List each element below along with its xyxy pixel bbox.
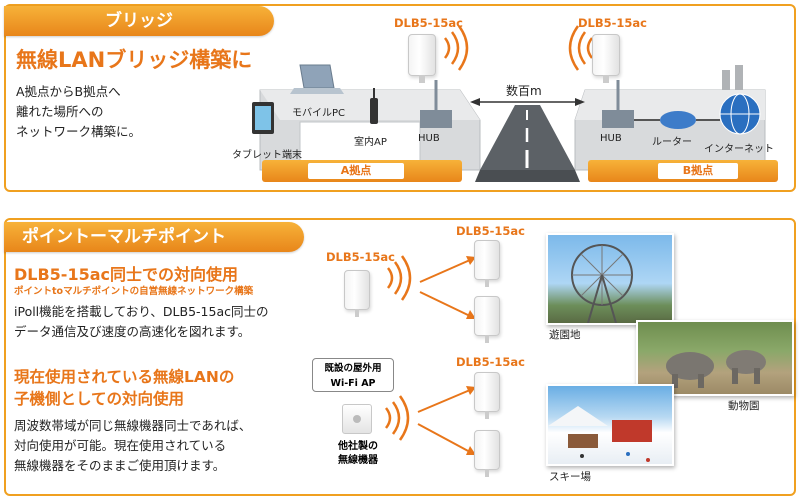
arrow-to-mid <box>419 291 471 317</box>
wave-icon <box>568 25 594 71</box>
router-label: ルーター <box>652 137 692 148</box>
ferris-wheel-icon <box>571 244 633 323</box>
arrow-to-third <box>417 389 471 413</box>
hub-a-label: HUB <box>418 133 440 144</box>
hub-a-icon <box>420 110 452 128</box>
device-label-left: DLB5-15ac <box>394 16 463 30</box>
laptop-icon <box>299 64 335 89</box>
distance-label: 数百m <box>506 84 542 98</box>
multipoint-subheading: ポイントtoマルチポイントの自営無線ネットワーク構築 <box>14 286 254 297</box>
elephant-icon <box>666 350 766 388</box>
tablet-screen <box>255 106 271 130</box>
multipoint-diagram <box>384 255 476 455</box>
wave-icon <box>443 25 469 71</box>
laptop-base <box>290 88 344 94</box>
dlb-device-second <box>474 296 500 343</box>
site-a-bar: A拠点 <box>262 160 462 182</box>
multipoint-desc2: 周波数帯域が同じ無線機器同士であれば、 対向使用が可能。現在使用されている 無線… <box>14 418 252 473</box>
device-label-top: DLB5-15ac <box>456 224 525 238</box>
arrow-head <box>466 256 476 265</box>
wave-icon <box>384 395 410 441</box>
indoor-ap-icon <box>370 98 378 124</box>
arrow-head <box>466 310 476 319</box>
zoo-photo <box>636 320 794 396</box>
tablet-label: タブレット端末 <box>232 150 302 161</box>
bridge-illustration <box>252 25 766 182</box>
dlb-device-fourth <box>474 430 500 477</box>
road-front <box>475 170 580 182</box>
dlb-device-center <box>344 270 370 317</box>
device-led <box>353 415 361 423</box>
chimney <box>722 70 730 90</box>
wave-icon <box>386 255 412 301</box>
mobile-pc-label: モバイルPC <box>292 108 346 119</box>
dlb-device-b <box>592 34 620 83</box>
ski-lodge-icon <box>548 406 652 462</box>
arrow-to-fourth <box>417 423 471 453</box>
amusement-caption: 遊園地 <box>549 329 581 341</box>
ski-caption: スキー場 <box>549 471 591 483</box>
multipoint-tab: ポイントーマルチポイント <box>4 222 304 252</box>
hub-b-label: HUB <box>600 133 622 144</box>
multipoint-heading2: 現在使用されている無線LANの 子機側としての対向使用 <box>14 368 235 408</box>
distance-arrow-left <box>470 98 480 106</box>
multipoint-heading1: DLB5-15ac同士での対向使用 <box>14 265 238 284</box>
distance-arrow-right <box>575 98 585 106</box>
indoor-ap-label: 室内AP <box>354 137 387 148</box>
other-device-label: 他社製の 無線機器 <box>338 441 378 466</box>
ski-resort-photo <box>546 384 674 466</box>
internet-label: インターネット <box>704 144 774 155</box>
site-b-label: B拠点 <box>658 163 738 179</box>
site-b-bar: B拠点 <box>588 160 778 182</box>
zoo-caption: 動物園 <box>728 400 760 412</box>
bridge-tab: ブリッジ <box>4 6 274 36</box>
site-a-label: A拠点 <box>308 163 404 179</box>
dlb-device-top <box>474 240 500 287</box>
dlb-device-a <box>408 34 436 83</box>
arrow-to-top <box>419 259 471 283</box>
router-icon <box>660 111 696 129</box>
arrow-head <box>466 446 476 455</box>
bridge-description: A拠点からB拠点へ 離れた場所への ネットワーク構築に。 <box>16 84 142 139</box>
existing-ap-bubble: 既設の屋外用 Wi-Fi AP <box>312 358 394 392</box>
other-wireless-device <box>342 404 372 434</box>
device-label-center: DLB5-15ac <box>326 250 395 264</box>
hub-b-icon <box>602 110 634 128</box>
dlb-device-third <box>474 372 500 419</box>
bridge-heading: 無線LANブリッジ構築に <box>16 48 253 72</box>
multipoint-desc1: iPoll機能を搭載しており、DLB5-15ac同士の データ通信及び速度の高速… <box>14 304 269 339</box>
chimney <box>735 65 743 90</box>
arrow-head <box>466 386 476 395</box>
amusement-park-photo <box>546 233 674 325</box>
device-label-mid: DLB5-15ac <box>456 355 525 369</box>
device-label-right: DLB5-15ac <box>578 16 647 30</box>
